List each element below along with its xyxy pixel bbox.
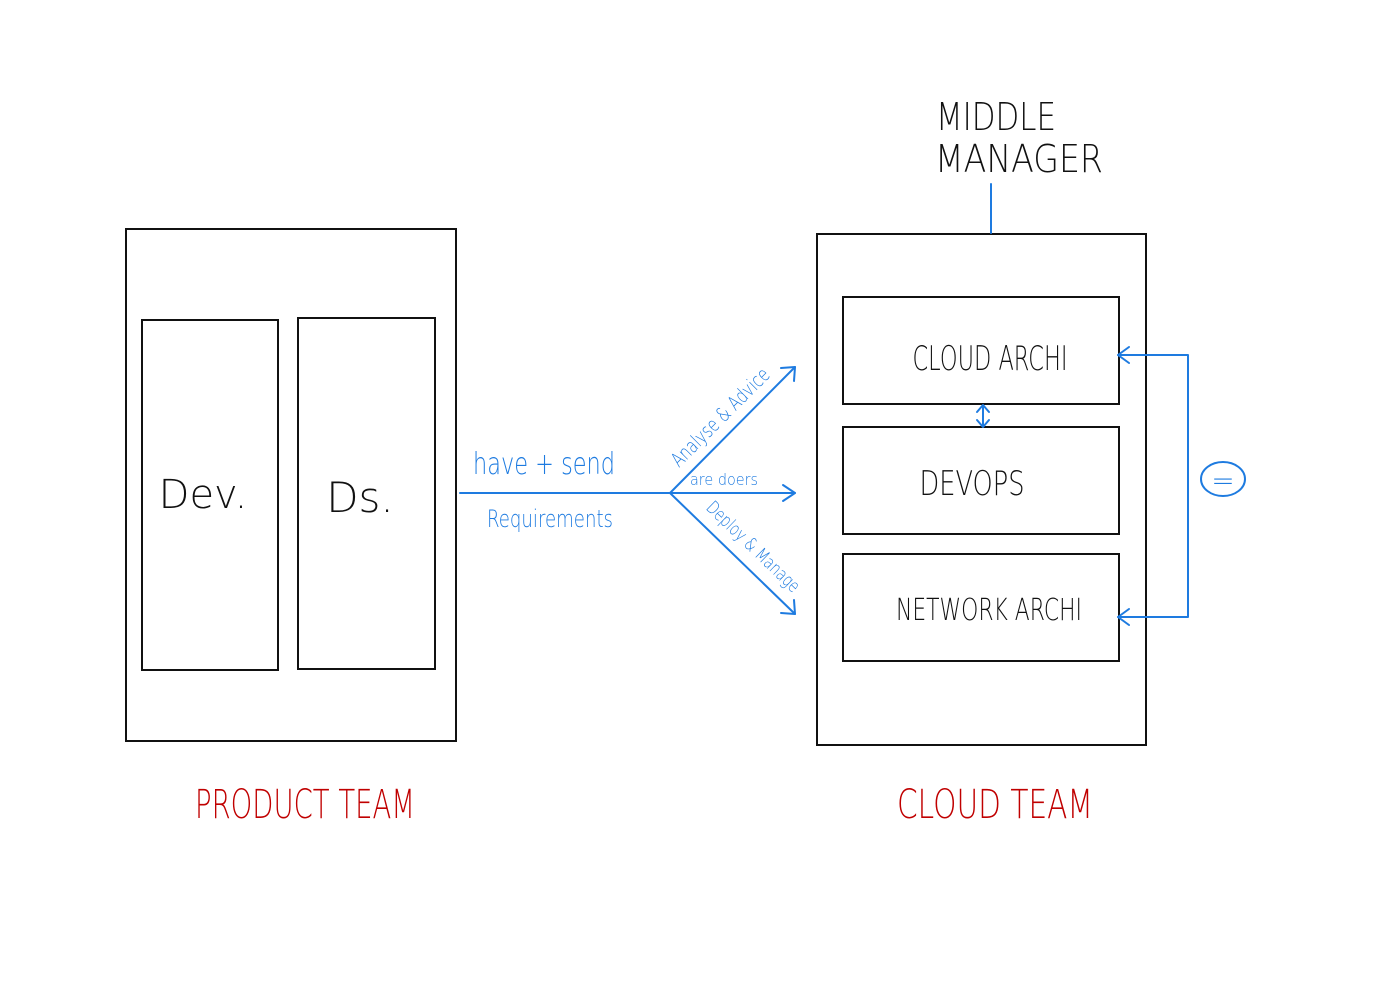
middle-manager-line1: MIDDLE [936, 95, 1056, 139]
cloud-archi-label: CLOUD ARCHI [913, 339, 1068, 379]
ds-box [297, 317, 436, 670]
doers-branch-label: are doers [690, 470, 758, 489]
flow-label-top: have + send [473, 447, 615, 482]
archi-devops-arrowhead-down [976, 419, 990, 428]
network-archi-label: NETWORK ARCHI [896, 593, 1082, 628]
product-team-label: PRODUCT TEAM [195, 782, 415, 828]
devops-label: DEVOPS [920, 464, 1025, 504]
deploy-branch-label: Deploy & Manage [702, 497, 804, 597]
archi-devops-arrowhead-up [976, 404, 990, 413]
product-team-box [125, 228, 457, 742]
equals-icon-circle [1200, 461, 1246, 497]
deploy-branch-line [669, 492, 796, 615]
cloud-archi-feedback-arrowhead [1117, 346, 1130, 364]
cloud-team-label: CLOUD TEAM [897, 782, 1093, 828]
dev-label: Dev. [159, 472, 248, 518]
middle-manager-line2: MANAGER [935, 137, 1103, 181]
equals-icon: = [1211, 464, 1234, 497]
cloud-team-box [816, 233, 1147, 746]
analyse-branch-label: Analyse & Advice [666, 363, 775, 472]
network-archi-box [842, 553, 1120, 662]
ds-label: Ds. [326, 473, 394, 522]
archi-feedback-bracket [1117, 354, 1189, 618]
analyse-branch-line [669, 366, 796, 494]
analyse-branch-arrowhead [780, 366, 796, 382]
dev-box [141, 319, 279, 671]
deploy-branch-arrowhead [780, 599, 796, 615]
flow-label-bottom: Requirements [487, 505, 613, 533]
doers-branch-arrowhead [782, 484, 796, 502]
network-archi-feedback-arrowhead [1117, 608, 1130, 626]
cloud-archi-box [842, 296, 1120, 405]
devops-box [842, 426, 1120, 535]
